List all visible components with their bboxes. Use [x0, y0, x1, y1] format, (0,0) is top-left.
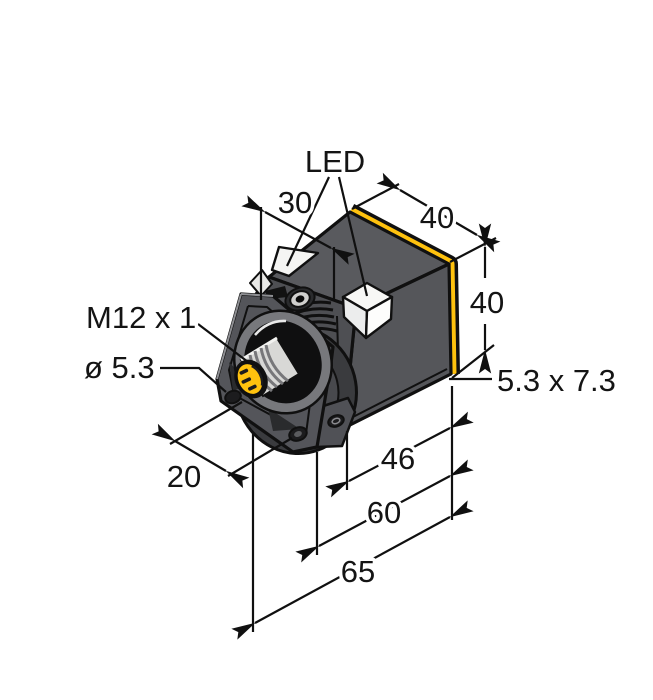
dim20-arrow	[151, 423, 250, 489]
led-window-front	[341, 281, 394, 340]
led-prism-right	[364, 295, 394, 340]
dimension-30	[241, 195, 355, 300]
bracket-front-hole-left	[224, 389, 242, 405]
thread-highlight	[240, 336, 278, 362]
dim40w-ext-left	[351, 183, 400, 210]
hole-dia-leader	[160, 366, 227, 393]
connector-glint	[254, 319, 287, 336]
bracket-cutout-right	[268, 408, 300, 431]
hole-diameter-label: ø 5.3	[84, 350, 155, 385]
dim60-label: 60	[367, 495, 401, 530]
slot-size-label: 5.3 x 7.3	[497, 363, 616, 398]
pin-slot-1	[239, 368, 249, 375]
dim20-label: 20	[167, 459, 201, 494]
dim40-height-label: 40	[470, 285, 504, 320]
dim30-label: 30	[278, 185, 312, 220]
led-leader-right	[337, 176, 369, 297]
dim20-ext-left	[169, 401, 243, 445]
pin-slot-arc	[251, 364, 264, 386]
thread-ridge-2	[259, 347, 284, 386]
dim65-arrow	[231, 500, 474, 640]
leader-lines	[160, 176, 492, 393]
pin-slot-2	[241, 377, 252, 384]
bracket-bevel-left	[216, 293, 242, 380]
connector-pin-slots	[239, 364, 264, 391]
led-leader-left	[286, 176, 330, 267]
m12-connector	[233, 309, 333, 415]
bracket-front-hole-right-rim	[294, 431, 302, 437]
bracket-bevel-top	[240, 293, 274, 297]
dim20-ext-right	[227, 437, 293, 477]
led-label: LED	[305, 144, 365, 179]
dim65-label: 65	[341, 554, 375, 589]
set-screw-detail	[265, 286, 316, 312]
dim30-arrow	[241, 195, 355, 265]
dim40-width-label: 40	[420, 200, 454, 235]
dim40w-ext-right	[449, 237, 497, 263]
pin-slot-3	[248, 384, 257, 391]
m12-leader	[197, 323, 249, 363]
dim46-label: 46	[381, 441, 415, 476]
screw-center	[295, 295, 305, 303]
dim40w-arrow	[376, 172, 501, 253]
housing-bottom-chamfer-edge	[348, 368, 448, 420]
thread-size-label: M12 x 1	[86, 300, 196, 335]
dimension-46-60-65	[231, 386, 474, 640]
dimension-20	[151, 401, 293, 489]
thread-ridge-1	[264, 344, 289, 383]
dimension-40-height	[451, 223, 495, 379]
